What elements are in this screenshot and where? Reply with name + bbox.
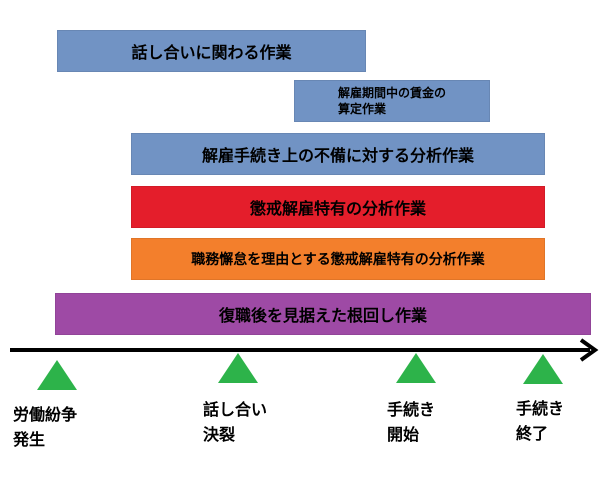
event-label-procedure-start: 手続き 開始 <box>387 397 435 447</box>
event-label-line2: 開始 <box>387 425 420 444</box>
triangle-up-icon <box>523 354 563 384</box>
event-label-line2: 発生 <box>13 430 46 449</box>
right-arrow-icon <box>579 338 599 362</box>
task-bar-talks: 話し合いに関わる作業 <box>57 30 366 72</box>
event-label-line2: 決裂 <box>203 425 236 444</box>
task-bar-neglect-disciplinary: 職務懈怠を理由とする懲戒解雇特有の分析作業 <box>131 238 545 280</box>
event-label-line1: 手続き <box>516 399 565 418</box>
event-label-line1: 労働紛争 <box>13 405 78 424</box>
event-label-procedure-end: 手続き 終了 <box>516 396 564 446</box>
event-label-line1: 手続き <box>387 400 436 419</box>
triangle-up-icon <box>396 353 436 383</box>
event-label-dispute-occurs: 労働紛争 発生 <box>13 402 77 452</box>
wage-label-line1: 解雇期間中の賃金の <box>337 86 446 100</box>
event-label-line1: 話し合い <box>203 400 268 419</box>
task-bar-disciplinary-dismissal: 懲戒解雇特有の分析作業 <box>131 186 545 228</box>
event-label-talks-break-down: 話し合い 決裂 <box>203 397 267 447</box>
task-bar-procedural-flaw: 解雇手続き上の不備に対する分析作業 <box>131 133 545 175</box>
task-bar-post-reinstatement: 復職後を見据えた根回し作業 <box>55 293 591 335</box>
event-label-line2: 終了 <box>516 424 549 443</box>
triangle-up-icon <box>37 360 77 390</box>
wage-label-line2: 算定作業 <box>337 102 386 116</box>
task-bar-wage-calculation: 解雇期間中の賃金の 算定作業 <box>294 80 490 122</box>
triangle-up-icon <box>218 353 258 383</box>
